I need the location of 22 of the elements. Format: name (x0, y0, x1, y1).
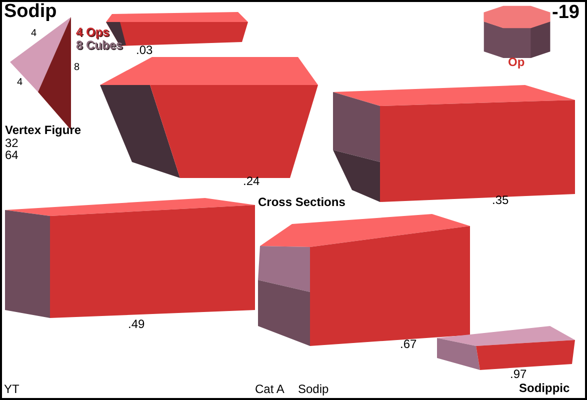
value-label: .03 (136, 44, 153, 56)
edge-count-label: 4 (31, 29, 37, 39)
value-label: .67 (400, 338, 417, 350)
edge-count-label: 4 (17, 78, 23, 88)
cell-count-label: 4 Ops (76, 26, 110, 38)
title: Sodip (4, 2, 57, 21)
edge-count-label: 8 (74, 63, 80, 73)
footer-text: Sodippic (519, 382, 570, 394)
category-label: Cat A (255, 383, 284, 395)
value-label: .35 (492, 194, 509, 206)
section-heading: Vertex Figure (5, 124, 82, 136)
value-label: .97 (510, 368, 527, 380)
section-heading: Cross Sections (258, 196, 346, 208)
footer-text: Sodip (298, 383, 329, 395)
cell-count-label: 8 Cubes (76, 39, 123, 51)
value-label: .49 (128, 318, 145, 330)
count-label: 64 (5, 149, 18, 161)
figure-caption: Op (508, 56, 525, 68)
value-label: .24 (243, 175, 260, 187)
page-number: -19 (552, 3, 580, 22)
footer-text: YT (4, 383, 20, 395)
count-label: 32 (5, 137, 18, 149)
